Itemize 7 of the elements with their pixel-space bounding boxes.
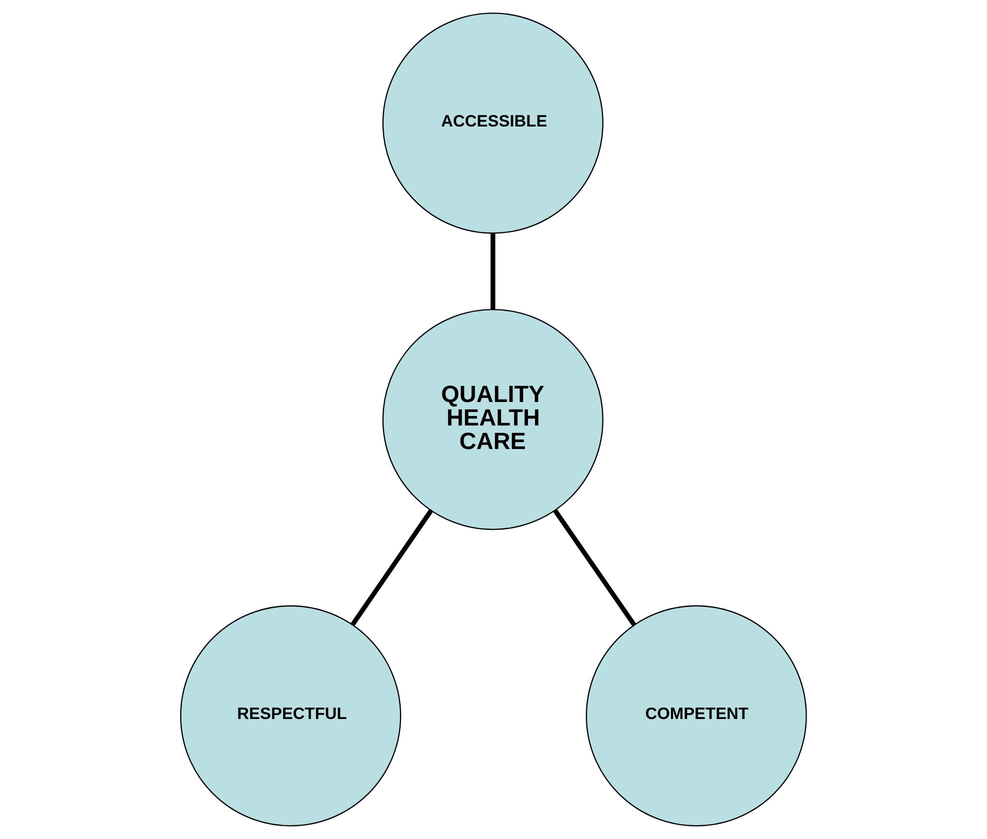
connector <box>490 233 496 310</box>
node-circle: COMPETENT <box>586 605 807 826</box>
node-circle: RESPECTFUL <box>180 605 402 826</box>
node-circle: ACCESSIBLE <box>382 12 604 234</box>
connector <box>350 509 434 626</box>
connector <box>553 509 636 626</box>
node-circle: QUALITY HEALTH CARE <box>382 308 604 530</box>
